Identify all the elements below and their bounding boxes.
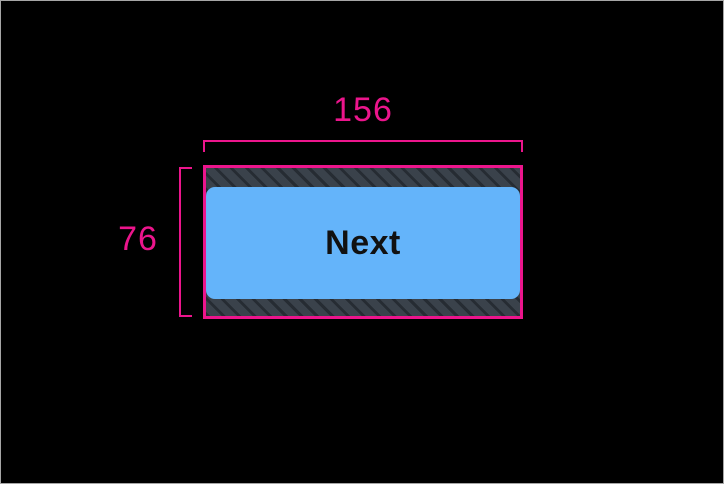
width-measurement-bracket — [203, 140, 523, 152]
height-dimension-label: 76 — [118, 220, 158, 258]
width-dimension-label: 156 — [333, 91, 393, 129]
next-button-label: Next — [325, 224, 401, 262]
height-measurement-bracket — [179, 167, 192, 317]
next-button[interactable]: Next — [206, 187, 520, 299]
view-bounds-box: Next — [203, 165, 523, 319]
